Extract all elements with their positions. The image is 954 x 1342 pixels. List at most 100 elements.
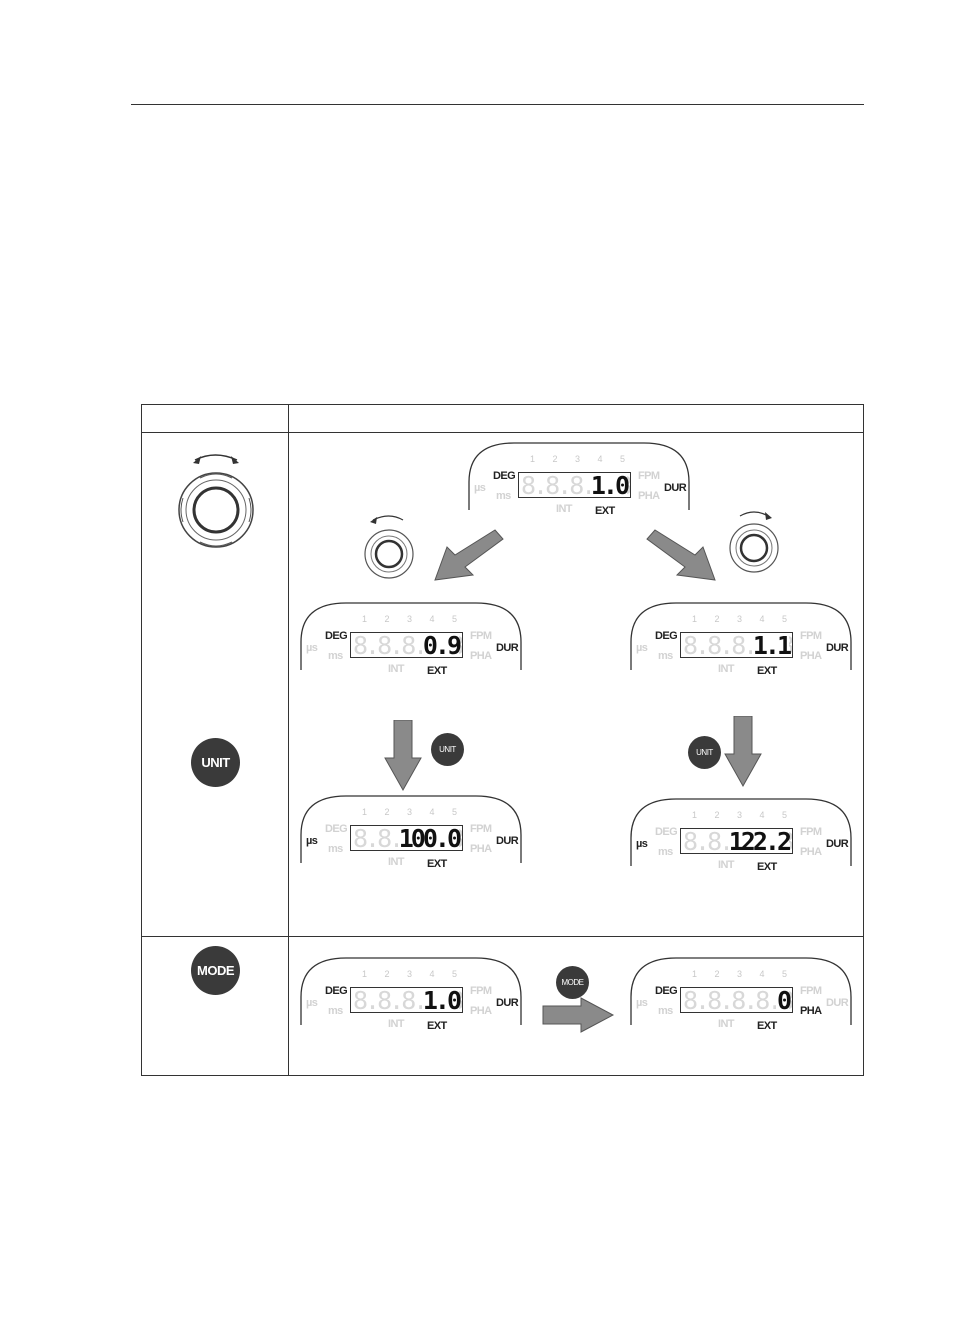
lcd-unit-deg: DEG [325, 630, 348, 642]
lcd-segment-number: 3 [406, 614, 412, 624]
lcd-display-mode-before: 12345DEGµsmsFPMPHADURINTEXT8.8.8.8.8.81.… [300, 957, 522, 1037]
lcd-segment-number: 4 [429, 614, 435, 624]
lcd-unit-us: µs [306, 835, 318, 847]
lcd-unit-ms: ms [658, 650, 673, 662]
lcd-mode-fpm: FPM [638, 470, 660, 482]
lcd-source-ext: EXT [757, 665, 777, 677]
lcd-unit-ms: ms [328, 1005, 343, 1017]
lcd-mode-dur: DUR [826, 997, 849, 1009]
lcd-display-top: 12345DEGµsmsFPMPHADURINTEXT8.8.8.8.8.81.… [468, 442, 690, 522]
lcd-value: 1.0 [589, 472, 630, 498]
lcd-unit-ms: ms [328, 843, 343, 855]
lcd-segment-number: 1 [692, 969, 698, 979]
lcd-value: 0 [775, 987, 792, 1013]
unit-button-small-left: UNIT [431, 733, 464, 766]
lcd-mode-pha: PHA [800, 846, 822, 858]
lcd-mode-fpm: FPM [800, 826, 822, 838]
lcd-segment-number: 2 [714, 810, 720, 820]
lcd-unit-us: µs [636, 997, 648, 1009]
lcd-segment-number: 1 [362, 969, 368, 979]
unit-button-small-right: UNIT [688, 736, 721, 769]
lcd-source-int: INT [718, 663, 735, 675]
lcd-mode-fpm: FPM [470, 630, 492, 642]
lcd-segment-number: 1 [362, 614, 368, 624]
lcd-source-ext: EXT [595, 505, 615, 517]
lcd-bezel [630, 798, 852, 866]
lcd-segment-number: 3 [406, 969, 412, 979]
lcd-segment-number: 3 [736, 614, 742, 624]
lcd-segment-number: 5 [451, 807, 457, 817]
lcd-value: 1.0 [421, 987, 462, 1013]
lcd-mode-pha: PHA [638, 490, 660, 502]
lcd-segment-number: 2 [714, 969, 720, 979]
lcd-display-unit-left: 12345DEGµsmsFPMPHADURINTEXT8.8.8.8.8.810… [300, 795, 522, 875]
lcd-mode-pha: PHA [470, 1005, 492, 1017]
lcd-segment-number: 1 [362, 807, 368, 817]
lcd-source-ext: EXT [427, 858, 447, 870]
table-column-divider [288, 405, 289, 1075]
lcd-mode-fpm: FPM [470, 985, 492, 997]
lcd-mode-pha: PHA [800, 1005, 822, 1017]
lcd-mode-pha: PHA [470, 843, 492, 855]
lcd-unit-deg: DEG [325, 985, 348, 997]
lcd-segment-number: 3 [736, 969, 742, 979]
lcd-mode-dur: DUR [664, 482, 687, 494]
lcd-segment-number: 3 [736, 810, 742, 820]
rotate-left-knob-icon [364, 515, 414, 579]
mode-button-label: MODE [197, 963, 235, 978]
lcd-screen: 8.8.8.8.8.81.1 [680, 632, 793, 658]
lcd-unit-us: µs [636, 838, 648, 850]
arrow-down-right-column-icon [724, 716, 762, 788]
lcd-ghost-segments: 8.8.8.8.8.8 [683, 987, 792, 1013]
lcd-bezel [468, 442, 690, 510]
lcd-bezel [300, 957, 522, 1025]
unit-button-small-label: UNIT [439, 745, 456, 754]
lcd-segment-number: 1 [692, 810, 698, 820]
lcd-mode-pha: PHA [800, 650, 822, 662]
lcd-segment-number: 5 [619, 454, 625, 464]
unit-button-small-label: UNIT [696, 748, 713, 757]
lcd-source-ext: EXT [757, 1020, 777, 1032]
lcd-segment-number: 3 [406, 807, 412, 817]
lcd-segment-number: 3 [574, 454, 580, 464]
lcd-unit-us: µs [306, 997, 318, 1009]
lcd-unit-us: µs [636, 642, 648, 654]
arrow-down-right-icon [646, 529, 716, 581]
lcd-screen: 8.8.8.8.8.80 [680, 987, 793, 1013]
lcd-screen: 8.8.8.8.8.81.0 [518, 472, 631, 498]
lcd-display-rotate-left: 12345DEGµsmsFPMPHADURINTEXT8.8.8.8.8.80.… [300, 602, 522, 682]
arrow-right-icon [542, 997, 615, 1033]
lcd-mode-dur: DUR [496, 642, 519, 654]
lcd-display-unit-right: 12345DEGµsmsFPMPHADURINTEXT8.8.8.8.8.812… [630, 798, 852, 878]
unit-button[interactable]: UNIT [191, 738, 240, 787]
arrow-down-left-column-icon [384, 720, 422, 792]
lcd-screen: 8.8.8.8.8.8100.0 [350, 825, 463, 851]
mode-button[interactable]: MODE [191, 946, 240, 995]
lcd-source-int: INT [556, 503, 573, 515]
lcd-unit-ms: ms [328, 650, 343, 662]
lcd-mode-fpm: FPM [470, 823, 492, 835]
lcd-unit-us: µs [306, 642, 318, 654]
lcd-source-ext: EXT [427, 1020, 447, 1032]
lcd-unit-ms: ms [658, 846, 673, 858]
controls-table [141, 404, 864, 1076]
lcd-screen: 8.8.8.8.8.80.9 [350, 632, 463, 658]
lcd-segment-number: 4 [759, 614, 765, 624]
lcd-segment-number: 2 [384, 614, 390, 624]
lcd-unit-ms: ms [658, 1005, 673, 1017]
lcd-segment-number: 2 [384, 807, 390, 817]
lcd-segment-number: 4 [759, 969, 765, 979]
lcd-source-ext: EXT [757, 861, 777, 873]
lcd-source-ext: EXT [427, 665, 447, 677]
lcd-unit-deg: DEG [325, 823, 348, 835]
lcd-segment-number: 5 [781, 969, 787, 979]
lcd-segment-number: 4 [429, 969, 435, 979]
lcd-unit-deg: DEG [655, 985, 678, 997]
rotary-knob-icon[interactable] [175, 448, 265, 548]
lcd-unit-ms: ms [496, 490, 511, 502]
lcd-source-int: INT [718, 859, 735, 871]
mode-button-small-label: MODE [561, 978, 585, 987]
